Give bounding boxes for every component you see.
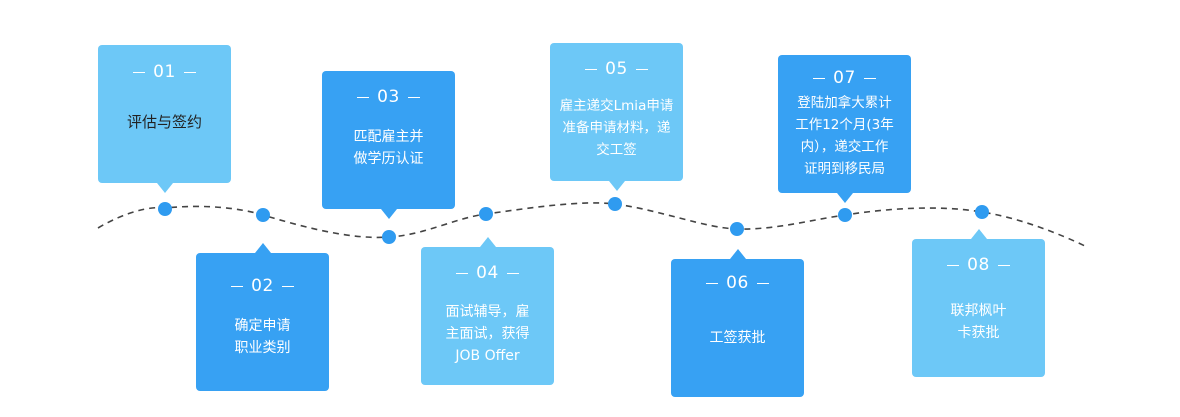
step-number: 05 [605, 59, 628, 79]
step-card-05: 05 雇主递交Lmia申请 准备申请材料，递 交工签 [550, 43, 683, 191]
card-pointer [479, 237, 496, 247]
step-card-08: 08 联邦枫叶 卡获批 [912, 229, 1045, 377]
timeline-node-06 [730, 222, 744, 236]
step-card-02: 02 确定申请 职业类别 [196, 243, 329, 391]
step-text: 评估与签约 [126, 113, 202, 131]
step-text: 面试辅导，雇 主面试，获得 JOB Offer [445, 304, 530, 364]
step-number: 07 [833, 68, 856, 88]
step-text: 工签获批 [709, 330, 766, 346]
timeline-dashed-path [97, 202, 1086, 247]
card-pointer [156, 183, 173, 193]
step-number: 03 [377, 87, 400, 107]
step-card-07: 07 登陆加拿大累计 工作12个月(3年 内），递交工作 证明到移民局 [778, 55, 911, 203]
step-number: 08 [967, 255, 990, 275]
step-card-04: 04 面试辅导，雇 主面试，获得 JOB Offer [421, 237, 554, 385]
step-text: 确定申请 职业类别 [234, 318, 291, 356]
card-pointer [836, 193, 853, 203]
card-pointer [729, 249, 746, 259]
step-text: 联邦枫叶 卡获批 [950, 303, 1007, 341]
step-card-06: 06 工签获批 [671, 249, 804, 397]
timeline-node-07 [838, 208, 852, 222]
step-text: 雇主递交Lmia申请 准备申请材料，递 交工签 [559, 98, 674, 158]
step-number: 02 [251, 276, 274, 296]
step-text: 匹配雇主并 做学历认证 [353, 129, 424, 167]
step-number: 04 [476, 263, 499, 283]
step-card-03: 03 匹配雇主并 做学历认证 [322, 71, 455, 219]
card-pointer [608, 181, 625, 191]
timeline-node-08 [975, 205, 989, 219]
timeline-node-03 [382, 230, 396, 244]
step-text: 登陆加拿大累计 工作12个月(3年 内），递交工作 证明到移民局 [795, 95, 894, 177]
step-number: 06 [726, 273, 749, 293]
timeline-node-01 [158, 202, 172, 216]
card-pointer [380, 209, 397, 219]
timeline-node-02 [256, 208, 270, 222]
timeline-node-04 [479, 207, 493, 221]
step-card-01: 01 评估与签约 [98, 45, 231, 193]
step-number: 01 [153, 62, 176, 82]
card-pointer [970, 229, 987, 239]
timeline-node-05 [608, 197, 622, 211]
card-pointer [254, 243, 271, 253]
